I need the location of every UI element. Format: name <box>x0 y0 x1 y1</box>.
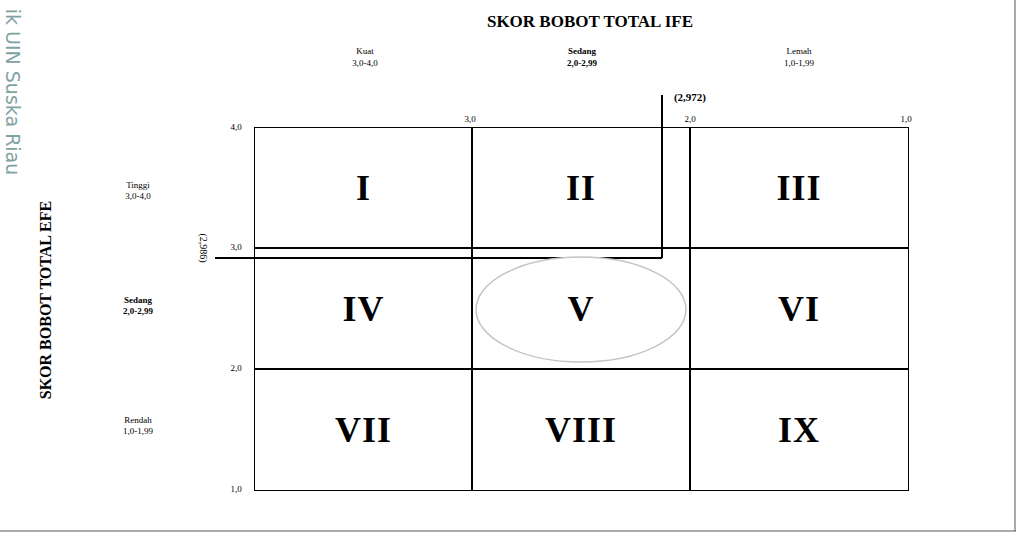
axis-tick: 1,0 <box>900 115 911 125</box>
quadrant-number: IX <box>778 409 820 451</box>
ife-score-line <box>661 95 663 258</box>
quadrant-number: I <box>356 167 371 209</box>
matrix-cell: V <box>471 247 691 370</box>
score-value: (2,972) <box>674 91 706 103</box>
matrix-cell: VIII <box>471 368 691 491</box>
matrix-cell: VI <box>689 247 909 370</box>
row-range: 1,0-1,99 <box>123 427 153 437</box>
column-range: 2,0-2,99 <box>567 59 597 69</box>
row-header: Sedang <box>124 296 152 306</box>
axis-tick: 3,0 <box>230 243 241 253</box>
column-range: 3,0-4,0 <box>352 59 378 69</box>
column-header: Lemah <box>787 47 812 57</box>
matrix-cell: IX <box>689 368 909 491</box>
matrix-cell: I <box>254 127 473 249</box>
quadrant-number: V <box>568 288 595 330</box>
row-header: Rendah <box>124 416 152 426</box>
matrix-cell: VII <box>254 368 473 491</box>
column-header: Sedang <box>568 47 596 57</box>
row-range: 2,0-2,99 <box>123 307 153 317</box>
quadrant-number: VII <box>335 409 392 451</box>
axis-title: SKOR BOBOT TOTAL EFE <box>37 201 55 399</box>
score-value: (2,986) <box>198 233 209 262</box>
column-range: 1,0-1,99 <box>784 59 814 69</box>
matrix-cell: IV <box>254 247 473 370</box>
watermark: ik UIN Suska Riau <box>3 9 24 176</box>
quadrant-number: VIII <box>545 409 617 451</box>
axis-tick: 2,0 <box>230 364 241 374</box>
quadrant-number: III <box>776 167 821 209</box>
matrix-cell: II <box>471 127 691 249</box>
frame-line <box>0 531 1016 532</box>
frame-line <box>1015 0 1016 531</box>
chart-title: SKOR BOBOT TOTAL IFE <box>487 13 693 32</box>
quadrant-number: IV <box>342 288 384 330</box>
quadrant-number: VI <box>778 288 820 330</box>
row-range: 3,0-4,0 <box>125 192 151 202</box>
highlight-ellipse <box>476 257 686 362</box>
quadrant-number: II <box>566 167 596 209</box>
column-header: Kuat <box>356 47 374 57</box>
axis-tick: 2,0 <box>684 115 695 125</box>
row-header: Tinggi <box>126 181 150 191</box>
axis-tick: 4,0 <box>230 123 241 133</box>
axis-tick: 1,0 <box>230 485 241 495</box>
matrix-cell: III <box>689 127 909 249</box>
axis-tick: 3,0 <box>464 115 475 125</box>
